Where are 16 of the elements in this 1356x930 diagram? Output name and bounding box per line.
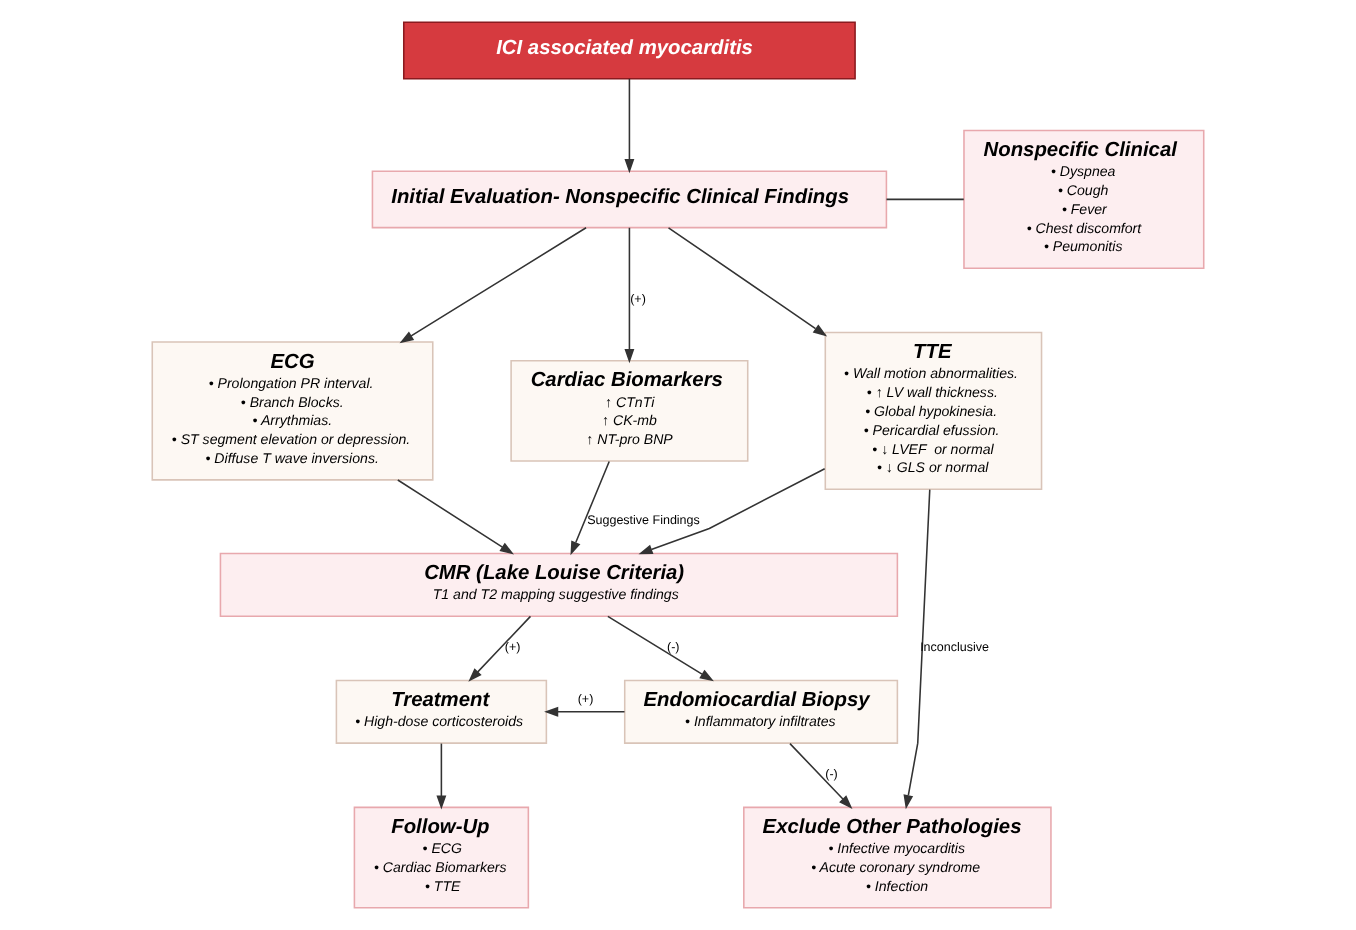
- node-box: Initial Evaluation- Nonspecific Clinical Findings: [371, 170, 888, 229]
- arrow: [399, 227, 587, 344]
- arrow: [789, 742, 853, 809]
- connector: [885, 198, 965, 201]
- arrow: [638, 468, 826, 555]
- arrow: [667, 227, 828, 337]
- arrow: [570, 460, 610, 556]
- arrow: [436, 742, 447, 810]
- arrow: [624, 78, 635, 174]
- arrow: [624, 227, 635, 364]
- arrow: [544, 706, 626, 717]
- node-box: ICI associated myocarditis: [403, 21, 856, 80]
- arrow: [397, 479, 514, 555]
- arrow: [468, 615, 532, 682]
- arrow: [903, 488, 931, 810]
- arrow: [607, 615, 714, 682]
